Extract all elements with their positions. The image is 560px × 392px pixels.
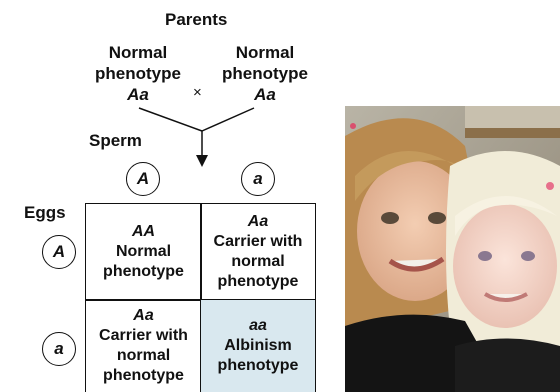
sperm-allele-A: A: [126, 162, 160, 196]
egg-allele-A: A: [42, 235, 76, 269]
sperm-allele-a: a: [241, 162, 275, 196]
cell-genotype: Aa: [248, 212, 268, 232]
sperm-label: Sperm: [89, 131, 142, 151]
punnett-cell-AA: AA Normal phenotype: [85, 203, 202, 301]
cell-genotype: AA: [132, 222, 155, 242]
cell-phenotype: Carrier with normal phenotype: [203, 232, 313, 292]
arrow-head: [196, 155, 208, 167]
cross-line-right: [202, 108, 254, 131]
punnett-square: AA Normal phenotype Aa Carrier with norm…: [85, 203, 316, 392]
punnett-cell-Aa-top: Aa Carrier with normal phenotype: [200, 203, 316, 301]
egg-allele-a: a: [42, 332, 76, 366]
cell-genotype: aa: [249, 316, 267, 336]
eggs-label: Eggs: [24, 203, 66, 223]
cell-genotype: Aa: [133, 306, 153, 326]
cell-phenotype: Normal phenotype: [92, 242, 196, 282]
children-photo: [345, 106, 560, 392]
cell-phenotype: Albinism phenotype: [210, 336, 306, 376]
punnett-cell-Aa-bottom: Aa Carrier with normal phenotype: [85, 299, 202, 392]
punnett-cell-aa: aa Albinism phenotype: [200, 299, 316, 392]
cell-phenotype: Carrier with normal phenotype: [89, 326, 199, 386]
cross-line-left: [139, 108, 202, 131]
